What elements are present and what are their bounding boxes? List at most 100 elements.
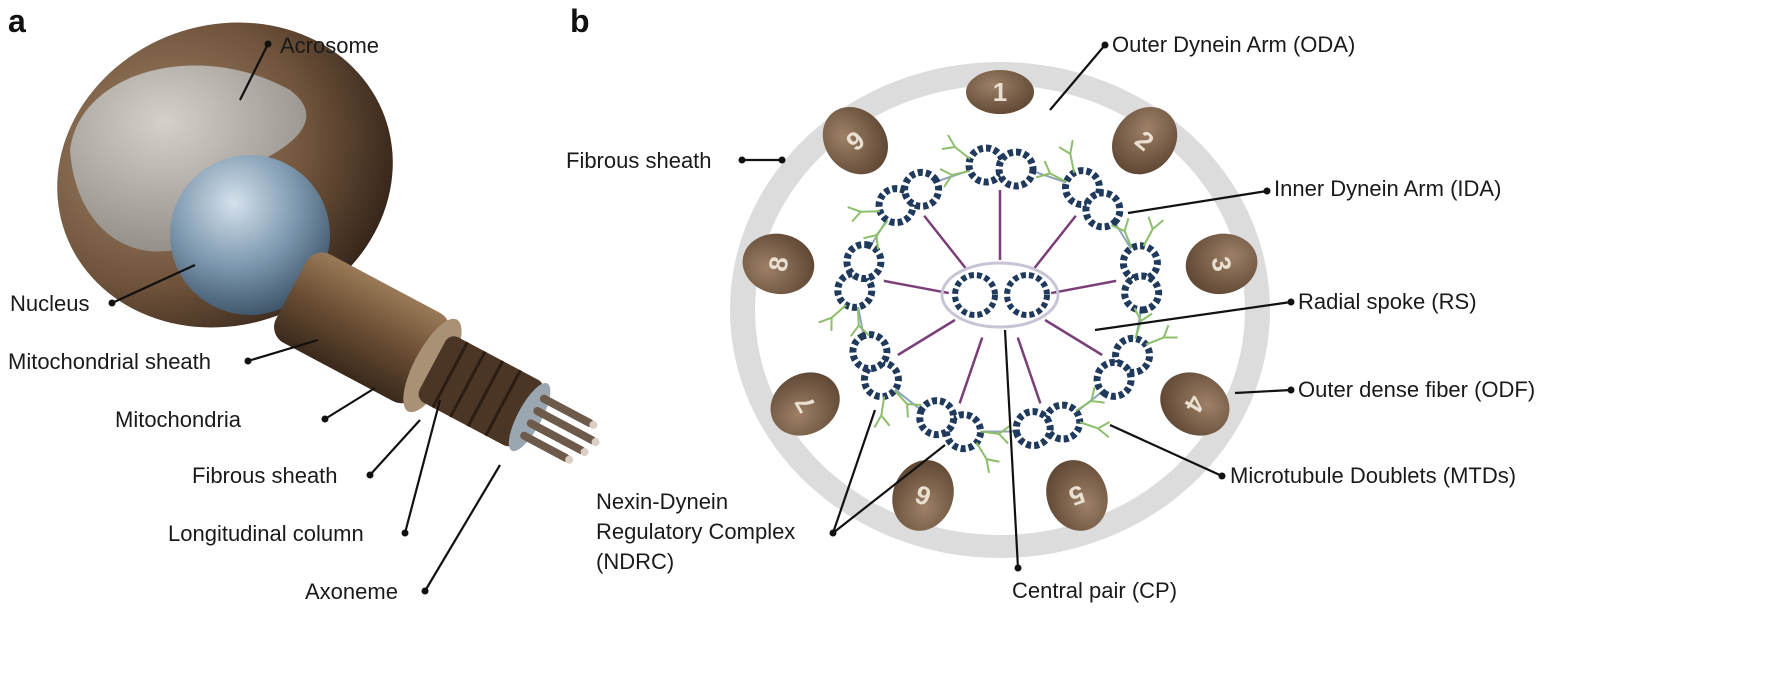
leader-axoneme (424, 464, 501, 592)
panel-a-annotations: Acrosome Nucleus Mitochondrial sheath Mi… (8, 33, 501, 604)
dynein-arms (939, 134, 971, 188)
microtubule-doublet (1111, 216, 1164, 314)
dynein-arms (1075, 386, 1111, 439)
microtubule-doublet (1012, 386, 1111, 450)
label-ndrc-line1: Nexin-Dynein (596, 489, 728, 514)
radial-spoke (958, 337, 984, 404)
principal-piece-ribs (431, 341, 522, 437)
b-tubule (916, 397, 958, 439)
outer-dense-fiber: 9 (822, 107, 888, 175)
b-tubule (901, 168, 943, 210)
odf-body (822, 107, 888, 175)
central-pair (940, 261, 1060, 329)
label-longitudinal-column: Longitudinal column (168, 521, 364, 546)
label-cp: Central pair (CP) (1012, 578, 1177, 603)
label-fibrous-sheath-a: Fibrous sheath (192, 463, 338, 488)
b-tubule (1121, 272, 1163, 314)
central-microtubule-left (952, 272, 998, 318)
leader-mitochondria (324, 387, 376, 420)
microtubule-doublet (916, 397, 1012, 474)
microtubule-doublet (1035, 140, 1124, 231)
label-fibrous-sheath-b: Fibrous sheath (566, 148, 712, 173)
leader-rs (1094, 300, 1292, 332)
b-tubule (1093, 358, 1135, 400)
radial-spoke (923, 214, 968, 271)
b-tubule (1082, 189, 1124, 231)
sperm-3d-illustration (57, 22, 600, 464)
microtubule-doublet (818, 240, 885, 337)
b-tubule (849, 331, 891, 373)
microtubule-doublet (849, 331, 922, 429)
outer-dense-fiber: 8 (742, 233, 815, 295)
odf-number: 1 (993, 77, 1007, 107)
outer-dense-fiber: 5 (1046, 460, 1108, 531)
radial-spoke (1044, 318, 1103, 357)
leader-odf (1234, 388, 1292, 395)
label-rs: Radial spoke (RS) (1298, 289, 1477, 314)
odf-body (742, 233, 815, 295)
odf-body (1160, 372, 1230, 436)
leader-fibrous-sheath-a (369, 419, 421, 476)
dynein-arms (847, 206, 889, 250)
axoneme-rod-tips (565, 420, 600, 464)
label-oda: Outer Dynein Arm (ODA) (1112, 32, 1355, 57)
panel-b-annotations: Outer Dynein Arm (ODA) Fibrous sheath In… (566, 32, 1535, 603)
label-mitochondrial-sheath: Mitochondrial sheath (8, 349, 211, 374)
leader-cp (1003, 329, 1020, 569)
dynein-arms (1111, 216, 1164, 249)
panel-a-letter: a (8, 3, 26, 39)
outer-dense-fiber: 6 (892, 460, 954, 531)
outer-dense-fiber: 4 (1160, 372, 1230, 436)
label-nucleus: Nucleus (10, 291, 89, 316)
outer-dense-fiber: 3 (1185, 233, 1258, 295)
label-axoneme: Axoneme (305, 579, 398, 604)
radial-spoke (1016, 337, 1042, 404)
odf-body (1046, 460, 1108, 531)
odf-body (892, 460, 954, 531)
dynein-arms (873, 389, 922, 429)
microtubule-doublet (847, 168, 943, 250)
outer-dense-fiber: 7 (770, 372, 840, 436)
panel-b-letter: b (570, 3, 590, 39)
central-microtubule-right (1004, 272, 1050, 318)
leader-nucleus (111, 263, 196, 305)
odf-number: 3 (1206, 254, 1238, 273)
label-acrosome: Acrosome (280, 33, 379, 58)
odf-number: 8 (762, 254, 794, 273)
odf-body (1185, 233, 1258, 295)
b-tubule (995, 148, 1037, 190)
mitochondrial-sheath-shape (274, 252, 450, 404)
acrosome-shape (70, 65, 307, 252)
leader-longitudinal-column (403, 399, 442, 534)
leader-mitochondrial-sheath (247, 338, 319, 363)
leader-oda (1049, 44, 1106, 111)
fibrous-sheath-end (508, 383, 551, 452)
midpiece (274, 252, 600, 464)
dynein-arms (818, 304, 870, 337)
outer-dense-fiber: 2 (1112, 107, 1178, 175)
leader-mtd (1109, 423, 1223, 478)
radial-spoke (883, 279, 950, 295)
leader-ndrc-b (832, 444, 946, 534)
odf-body (770, 372, 840, 436)
label-mtd: Microtubule Doublets (MTDs) (1230, 463, 1516, 488)
label-mitochondria: Mitochondria (115, 407, 242, 432)
dynein-arms (1035, 140, 1076, 183)
microtubule-doublets (818, 134, 1178, 474)
radial-spoke (1050, 279, 1117, 295)
principal-piece (418, 336, 544, 447)
radial-spoke (897, 318, 956, 357)
outer-dense-fiber: 1 (966, 70, 1034, 114)
radial-spoke (1032, 214, 1077, 271)
label-ndrc-line3: (NDRC) (596, 549, 674, 574)
leader-ndrc-a (831, 409, 877, 534)
label-ndrc-line2: Regulatory Complex (596, 519, 795, 544)
b-tubule (1012, 408, 1054, 450)
microtubule-doublet (1093, 307, 1178, 400)
label-ida: Inner Dynein Arm (IDA) (1274, 176, 1501, 201)
central-sheath (940, 261, 1060, 329)
odf-body (966, 70, 1034, 114)
leader-acrosome (239, 43, 269, 101)
